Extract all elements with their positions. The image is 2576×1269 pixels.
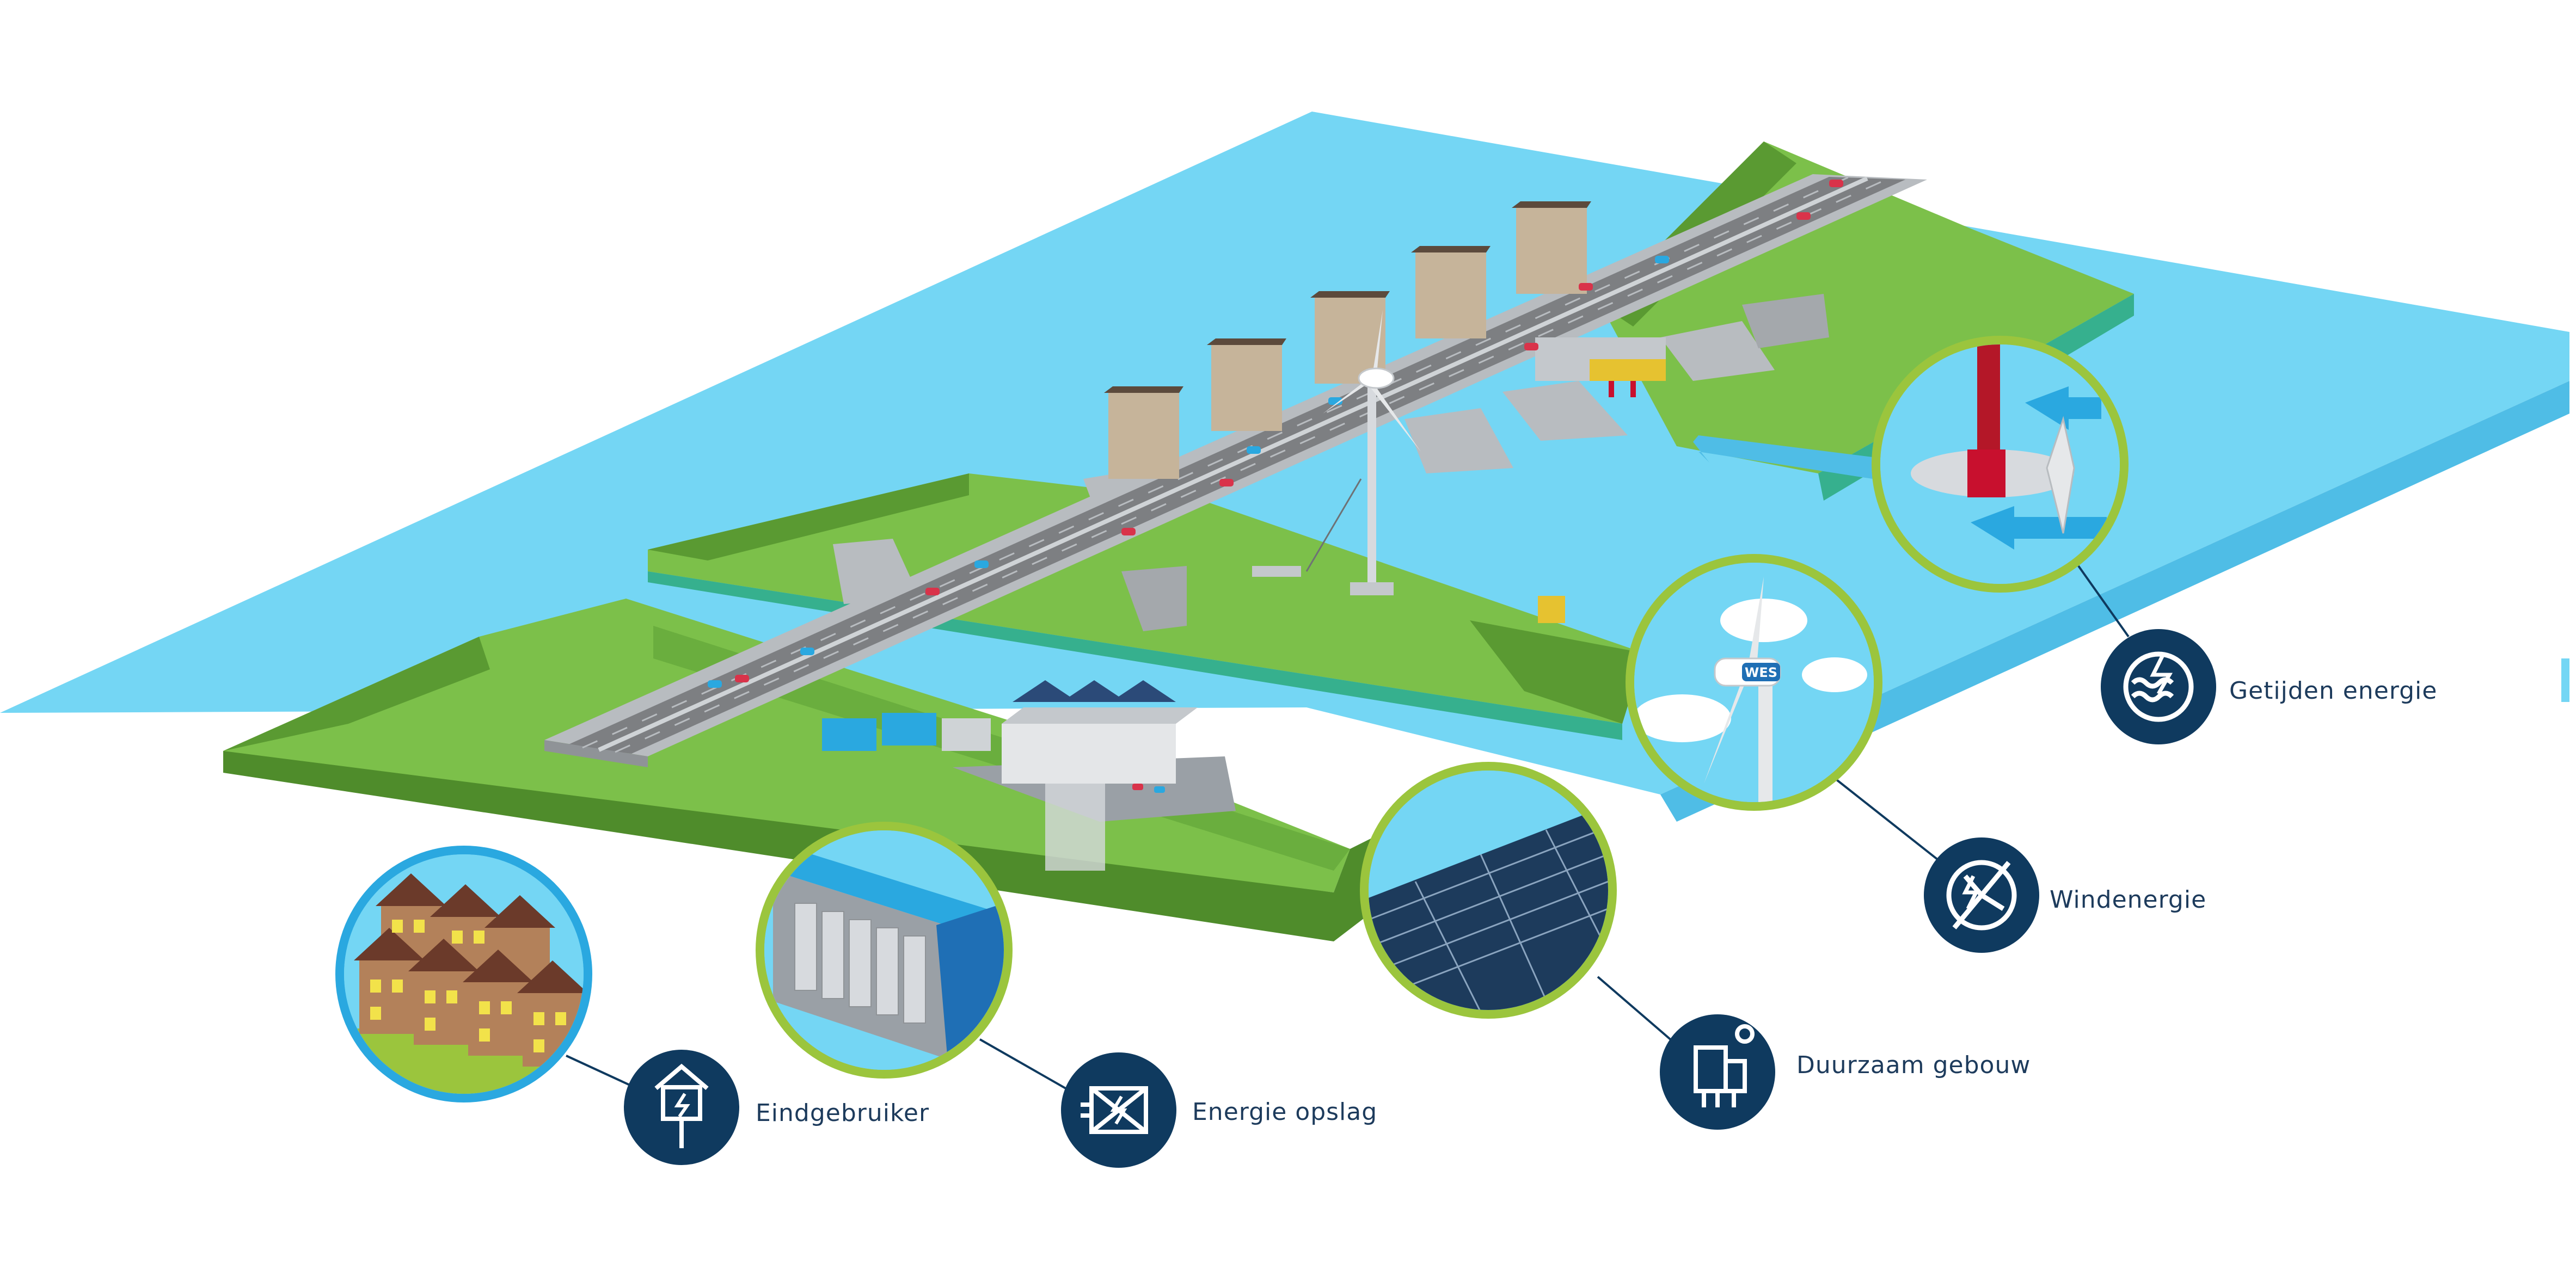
battery-storage-icon	[1081, 1086, 1148, 1134]
sustainable-building-icon	[1694, 1024, 1755, 1107]
label-tidal: Getijden energie	[2229, 677, 2437, 705]
scene-wind-turbine	[1252, 310, 1565, 623]
callout-enduser	[335, 846, 739, 1165]
road-bridge	[544, 174, 1927, 767]
callout-storage	[756, 822, 1176, 1168]
wind-turbine-icon	[1946, 860, 2017, 931]
tidal-turbine-housing	[1535, 337, 1666, 397]
water-flow-arrow	[1693, 435, 1873, 479]
scene-buildings	[822, 680, 1236, 871]
house-plug-icon	[654, 1063, 709, 1148]
label-wind: Windenergie	[2050, 886, 2206, 914]
tidal-wave-icon	[2123, 651, 2194, 722]
turbine-badge: WES	[1745, 665, 1777, 680]
label-building: Duurzaam gebouw	[1796, 1051, 2031, 1079]
callout-wind: WES	[1626, 554, 2039, 953]
label-storage: Energie opslag	[1192, 1098, 1377, 1126]
callout-tidal	[1872, 336, 2216, 744]
label-enduser: Eindgebruiker	[756, 1099, 929, 1127]
cars	[708, 180, 1843, 688]
callout-building	[1360, 762, 1775, 1130]
